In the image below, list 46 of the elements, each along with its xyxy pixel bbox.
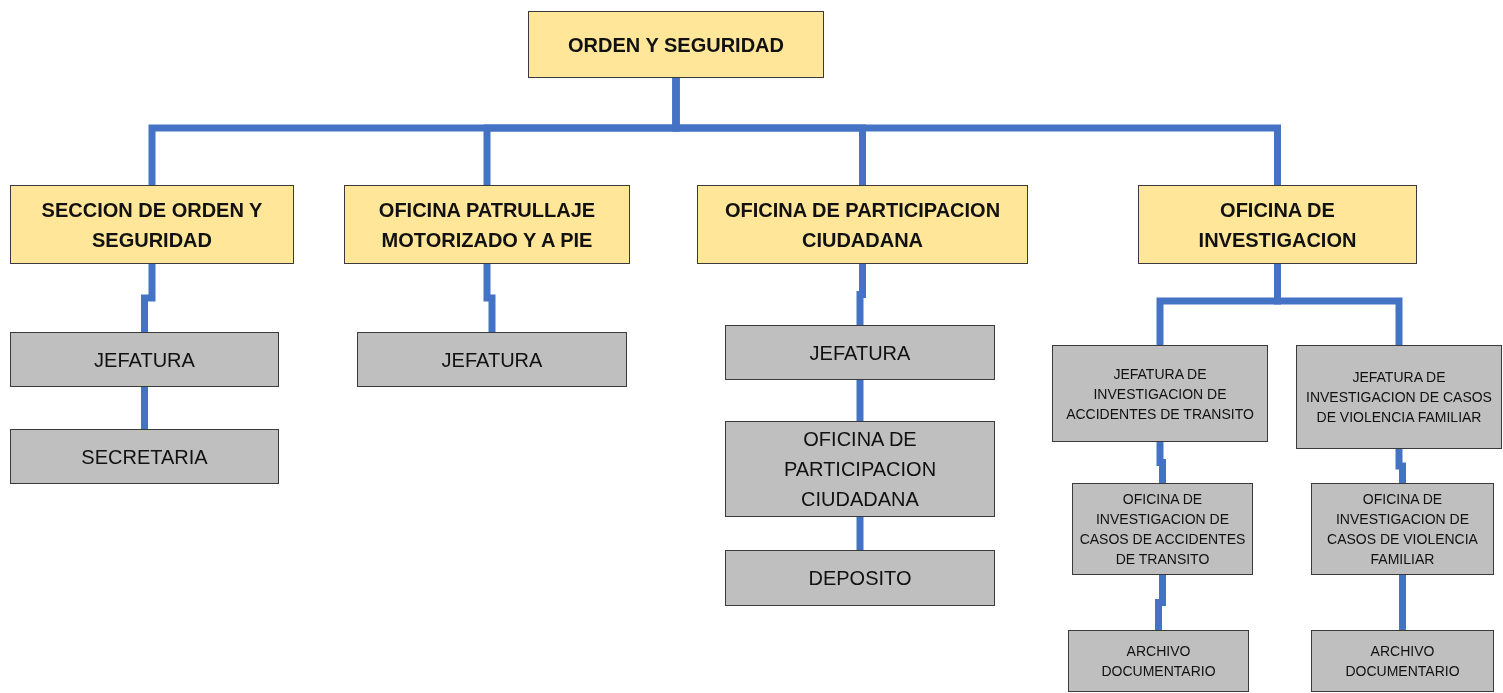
connector-line: [1155, 575, 1166, 630]
box-label: OFICINA DE PARTICIPACION CIUDADANA: [723, 197, 1002, 253]
connector-line: [1399, 575, 1406, 630]
connector-line: [672, 78, 1281, 185]
org-box: [1138, 185, 1417, 264]
connector-line: [483, 264, 496, 332]
box-label: JEFATURA: [440, 347, 544, 373]
org-box: [10, 185, 294, 264]
org-box: [1311, 483, 1494, 575]
box-label: OFICINA DE PARTICIPACION CIUDADANA: [782, 427, 938, 512]
org-box: [10, 332, 279, 387]
box-label: DEPOSITO: [807, 566, 913, 591]
box-label: OFICINA DE INVESTIGACION DE CASOS DE VIOLENCIA FAMILIAR: [1326, 490, 1479, 569]
box-label: ARCHIVO DOCUMENTARIO: [1100, 642, 1217, 681]
box-label: JEFATURA DE INVESTIGACION DE ACCIDENTES DE TRANSITO: [1065, 364, 1255, 424]
connector-line: [1395, 449, 1406, 483]
org-box: [725, 325, 995, 380]
org-box: [697, 185, 1028, 264]
box-label: OFICINA DE INVESTIGACION DE CASOS DE ACCIDENTES DE TRANSITO: [1078, 490, 1247, 569]
box-label: JEFATURA: [93, 347, 196, 373]
connector-line: [856, 517, 864, 550]
box-label: JEFATURA DE INVESTIGACION DE CASOS DE VIOLENCIA FAMILIAR: [1305, 368, 1493, 427]
org-box: [1296, 345, 1502, 449]
connector-line: [1156, 442, 1166, 483]
box-label: ORDEN Y SEGURIDAD: [567, 32, 785, 58]
org-box: [528, 11, 824, 78]
box-label: SECRETARIA: [80, 444, 209, 470]
org-box: [1052, 345, 1268, 442]
connector-line: [1274, 264, 1403, 345]
org-box: [1072, 483, 1253, 575]
org-box: [1311, 630, 1494, 692]
box-label: OFICINA PATRULLAJE MOTORIZADO Y A PIE: [377, 197, 597, 253]
org-box: [725, 550, 995, 606]
connector-line: [856, 380, 864, 421]
org-box: [10, 429, 279, 484]
box-label: ARCHIVO DOCUMENTARIO: [1344, 642, 1461, 681]
org-box: [344, 185, 630, 264]
box-label: JEFATURA: [808, 340, 912, 366]
connector-line: [141, 387, 148, 429]
org-box: [725, 421, 995, 517]
box-label: OFICINA DE INVESTIGACION: [1197, 197, 1358, 253]
connector-line: [856, 264, 866, 325]
org-box: [1068, 630, 1249, 692]
org-box: [357, 332, 627, 387]
connector-line: [141, 264, 156, 332]
box-label: SECCION DE ORDEN Y SEGURIDAD: [40, 197, 264, 253]
